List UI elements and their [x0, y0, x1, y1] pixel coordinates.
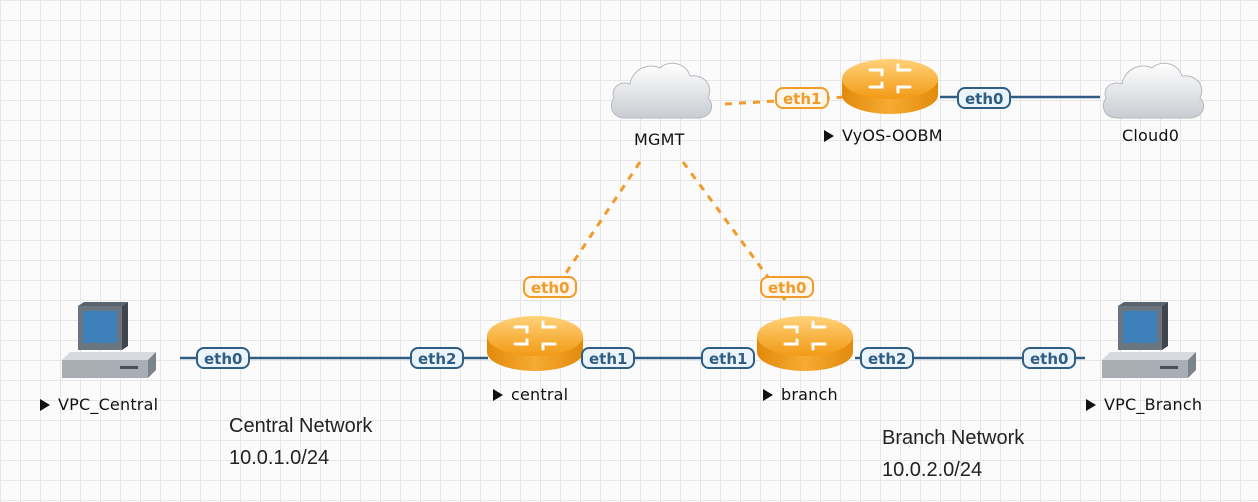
computer-icon — [62, 302, 156, 378]
play-icon — [763, 389, 773, 401]
node-label-cloud0[interactable]: Cloud0 — [1122, 126, 1180, 145]
network-cidr: 10.0.2.0/24 — [882, 459, 983, 481]
play-icon — [824, 130, 834, 142]
network-annotation-central: Central Network 10.0.1.0/24 — [229, 410, 372, 474]
port-vyos-oobm-eth1[interactable]: eth1 — [775, 87, 830, 109]
port-central-eth1[interactable]: eth1 — [581, 347, 636, 369]
router-icon — [757, 316, 853, 371]
node-label-vpc-central[interactable]: VPC_Central — [40, 395, 158, 414]
port-vpc-branch-eth0[interactable]: eth0 — [1022, 347, 1077, 369]
play-icon — [1086, 399, 1096, 411]
network-name: Central Network — [229, 415, 373, 437]
port-central-eth0[interactable]: eth0 — [523, 276, 578, 298]
network-annotation-branch: Branch Network 10.0.2.0/24 — [882, 422, 1024, 486]
pc-vpc-central[interactable] — [58, 300, 156, 380]
node-label-vpc-branch[interactable]: VPC_Branch — [1086, 395, 1202, 414]
router-branch[interactable] — [755, 312, 855, 374]
network-name: Branch Network — [882, 427, 1025, 449]
node-label-branch[interactable]: branch — [763, 385, 838, 404]
router-icon — [487, 316, 583, 371]
router-vyos-oobm[interactable] — [840, 55, 940, 117]
cloud-icon — [610, 62, 713, 119]
pc-vpc-branch[interactable] — [1098, 300, 1196, 380]
computer-icon — [1102, 302, 1196, 378]
port-central-eth2[interactable]: eth2 — [410, 347, 465, 369]
router-central[interactable] — [485, 312, 585, 374]
cloud-icon — [1102, 62, 1205, 119]
cloud-mgmt[interactable] — [606, 58, 716, 122]
router-icon — [842, 59, 938, 114]
play-icon — [40, 399, 50, 411]
port-branch-eth0[interactable]: eth0 — [760, 276, 815, 298]
port-branch-eth1[interactable]: eth1 — [701, 347, 756, 369]
port-vpc-central-eth0[interactable]: eth0 — [196, 347, 251, 369]
play-icon — [493, 389, 503, 401]
port-branch-eth2[interactable]: eth2 — [860, 347, 915, 369]
port-vyos-oobm-eth0[interactable]: eth0 — [957, 87, 1012, 109]
node-label-mgmt[interactable]: MGMT — [634, 130, 685, 149]
node-label-central[interactable]: central — [493, 385, 568, 404]
cloud-cloud0[interactable] — [1098, 58, 1208, 122]
node-label-vyos-oobm[interactable]: VyOS-OOBM — [824, 126, 943, 145]
network-cidr: 10.0.1.0/24 — [229, 447, 330, 469]
